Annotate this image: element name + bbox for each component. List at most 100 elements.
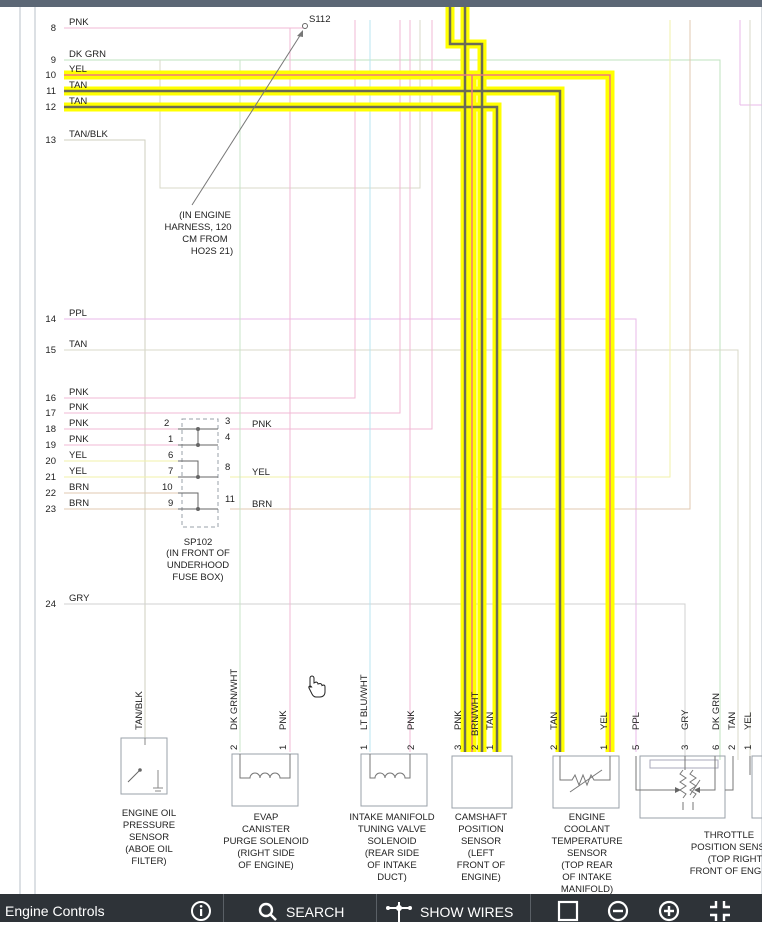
svg-text:(IN ENGINE: (IN ENGINE: [179, 210, 231, 221]
s112-note: (IN ENGINE HARNESS, 120 CM FROM HO2S 21): [164, 210, 233, 257]
wire-number: 16: [45, 393, 56, 404]
svg-text:3: 3: [680, 745, 691, 750]
wire-number: 20: [45, 456, 56, 467]
svg-text:YEL: YEL: [743, 712, 754, 730]
wiring-diagram[interactable]: S112 (IN ENGINE HARNESS, 120 CM FROM HO2…: [0, 7, 762, 894]
wire-color-label: BRN: [69, 498, 89, 509]
svg-text:2: 2: [727, 745, 738, 750]
page-title: Engine Controls: [5, 903, 105, 919]
wire-number: 18: [45, 424, 56, 435]
wire-number: 11: [46, 86, 56, 97]
svg-text:MANIFOLD): MANIFOLD): [561, 884, 613, 894]
wire-number: 19: [45, 440, 56, 451]
show-wires-button[interactable]: SHOW WIRES: [386, 902, 513, 922]
wire-color-label: YEL: [69, 450, 87, 461]
component-throttle-position-sensor[interactable]: PPL GRY DK GRN TAN YEL 5 3 6 2 1 THROTTL…: [631, 693, 762, 877]
wire-color-label: YEL: [69, 466, 87, 477]
wire-color-label: TAN: [69, 96, 87, 107]
svg-text:SOLENOID: SOLENOID: [367, 836, 416, 847]
svg-text:PNK: PNK: [453, 710, 464, 730]
svg-text:TAN: TAN: [549, 712, 560, 730]
square-icon[interactable]: [557, 900, 581, 924]
svg-text:1: 1: [168, 434, 173, 445]
svg-text:INTAKE MANIFOLD: INTAKE MANIFOLD: [349, 812, 434, 823]
wire-color-label: PNK: [69, 434, 89, 445]
highlighted-circuit[interactable]: [64, 7, 615, 752]
svg-text:PPL: PPL: [631, 712, 642, 730]
svg-text:TUNING VALVE: TUNING VALVE: [358, 824, 426, 835]
svg-text:YEL: YEL: [599, 712, 610, 730]
wire-number: 21: [45, 472, 56, 483]
svg-text:1: 1: [278, 745, 289, 750]
wire-color-label: DK GRN: [69, 49, 106, 60]
zoom-in-icon[interactable]: [658, 900, 682, 924]
svg-text:PNK: PNK: [252, 419, 272, 430]
wire-color-label: TAN: [69, 80, 87, 91]
svg-text:10: 10: [162, 482, 173, 493]
wire-number: 13: [45, 135, 56, 146]
search-button[interactable]: SEARCH: [258, 902, 344, 922]
svg-text:FRONT OF ENGINE): FRONT OF ENGINE): [690, 866, 762, 877]
search-icon: [258, 902, 277, 921]
s112-leader: [191, 33, 302, 206]
svg-text:SENSOR: SENSOR: [567, 848, 607, 859]
wire-number: 10: [45, 70, 56, 81]
svg-text:SENSOR: SENSOR: [129, 832, 169, 843]
hand-cursor-icon: [308, 675, 326, 698]
svg-text:CAMSHAFT: CAMSHAFT: [455, 812, 507, 823]
component-engine-coolant-temp-sensor[interactable]: TAN YEL 2 1 ENGINE COOLANT TEMPERATURE S…: [549, 712, 623, 894]
svg-text:PURGE SOLENOID: PURGE SOLENOID: [223, 836, 309, 847]
svg-text:2: 2: [229, 745, 240, 750]
svg-text:PNK: PNK: [406, 710, 417, 730]
svg-text:LT BLU/WHT: LT BLU/WHT: [359, 674, 370, 730]
svg-text:THROTTLE: THROTTLE: [704, 830, 754, 841]
svg-text:FUSE BOX): FUSE BOX): [172, 572, 223, 583]
component-evap-purge-solenoid[interactable]: DK GRN/WHT PNK 2 1 EVAP CANISTER PURGE S…: [223, 669, 309, 871]
svg-text:6: 6: [168, 450, 173, 461]
splice-s112-dot: [302, 23, 308, 29]
wire-number: 17: [45, 408, 56, 419]
svg-text:(TOP REAR: (TOP REAR: [561, 860, 613, 871]
splice-sp102[interactable]: 2 1 6 7 10 9 3 4 8 11 PNK YEL BRN SP102 …: [162, 416, 272, 583]
svg-text:1: 1: [599, 745, 610, 750]
wire-color-label: PNK: [69, 418, 89, 429]
s112-arrow: [297, 30, 303, 37]
svg-text:(TOP RIGHT: (TOP RIGHT: [708, 854, 762, 865]
svg-text:7: 7: [168, 466, 173, 477]
zoom-out-icon[interactable]: [607, 900, 631, 924]
wire-color-label: TAN: [69, 339, 87, 350]
splice-s112-label: S112: [309, 14, 330, 25]
wire-number: 24: [45, 599, 56, 610]
window-top-border: [0, 0, 762, 7]
svg-text:5: 5: [631, 745, 642, 750]
component-engine-oil-pressure-sensor[interactable]: TAN/BLK ENGINE OIL PRESSURE SENSOR (ABOE…: [120, 690, 176, 867]
toolbar-divider: [530, 894, 531, 922]
svg-text:TAN: TAN: [727, 712, 738, 730]
svg-text:3: 3: [453, 745, 464, 750]
svg-text:(REAR SIDE: (REAR SIDE: [365, 848, 419, 859]
svg-text:FRONT OF: FRONT OF: [457, 860, 506, 871]
svg-text:HARNESS, 120: HARNESS, 120: [164, 222, 231, 233]
info-icon[interactable]: [190, 900, 214, 924]
fit-icon[interactable]: [709, 900, 733, 924]
background-wires: [64, 20, 762, 760]
svg-text:DUCT): DUCT): [377, 872, 407, 883]
svg-text:(ABOE OIL: (ABOE OIL: [125, 844, 173, 855]
svg-text:HO2S 21): HO2S 21): [191, 246, 233, 257]
svg-text:UNDERHOOD: UNDERHOOD: [167, 560, 229, 571]
svg-text:ENGINE: ENGINE: [569, 812, 605, 823]
show-wires-label: SHOW WIRES: [420, 904, 514, 920]
svg-text:2: 2: [164, 418, 169, 429]
svg-text:GRY: GRY: [680, 709, 691, 730]
wire-color-label: BRN: [69, 482, 89, 493]
wire-color-label: PPL: [69, 308, 87, 319]
component-intake-manifold-tuning-valve[interactable]: LT BLU/WHT PNK 1 2 INTAKE MANIFOLD TUNIN…: [349, 674, 434, 883]
svg-text:DK GRN/WHT: DK GRN/WHT: [229, 669, 240, 730]
svg-text:1: 1: [359, 745, 370, 750]
svg-text:COOLANT: COOLANT: [564, 824, 610, 835]
svg-text:TEMPERATURE: TEMPERATURE: [551, 836, 622, 847]
svg-text:OF INTAKE: OF INTAKE: [562, 872, 611, 883]
svg-text:1: 1: [743, 745, 754, 750]
search-label: SEARCH: [286, 904, 345, 920]
component-camshaft-position-sensor[interactable]: PNK BRN/WHT TAN 3 2 1 CAMSHAFT POSITION …: [451, 691, 513, 883]
